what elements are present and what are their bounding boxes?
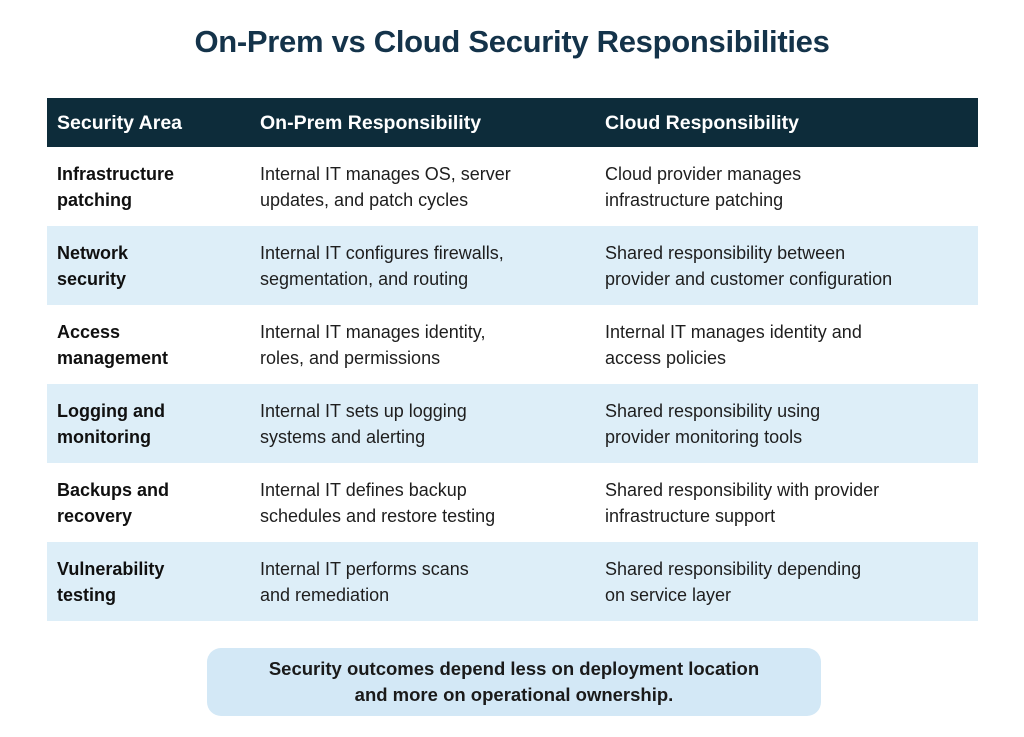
cloud-cell: Shared responsibility between provider a… — [605, 242, 893, 289]
area-cell: Access management — [57, 321, 169, 368]
table-row-access-management: Access management Internal IT manages id… — [47, 305, 978, 384]
onprem-cell: Internal IT manages identity, roles, and… — [260, 321, 486, 368]
cloud-cell: Cloud provider manages infrastructure pa… — [605, 163, 802, 210]
onprem-cell: Internal IT performs scans and remediati… — [260, 558, 469, 605]
onprem-cell: Internal IT sets up logging systems and … — [260, 400, 467, 447]
table-row-backups-recovery: Backups and recovery Internal IT defines… — [47, 463, 978, 542]
onprem-cell: Internal IT configures firewalls, segmen… — [260, 242, 504, 289]
header-cell-cloud-responsibility: Cloud Responsibility — [605, 111, 799, 134]
header-cell-security-area: Security Area — [57, 111, 183, 134]
table-row-infrastructure-patching: Infrastructure patching Internal IT mana… — [47, 147, 978, 226]
onprem-cell: Internal IT manages OS, server updates, … — [260, 163, 511, 210]
cloud-cell: Internal IT manages identity and access … — [605, 321, 862, 368]
onprem-cell: Internal IT defines backup schedules and… — [260, 479, 496, 526]
area-cell: Network security — [57, 242, 129, 289]
cloud-cell: Shared responsibility depending on servi… — [605, 558, 862, 605]
header-cell-onprem-responsibility: On-Prem Responsibility — [260, 111, 482, 134]
table-header-row: Security Area On-Prem Responsibility Clo… — [47, 98, 978, 147]
table-row-logging-monitoring: Logging and monitoring Internal IT sets … — [47, 384, 978, 463]
area-cell: Infrastructure patching — [57, 163, 175, 210]
page-title: On-Prem vs Cloud Security Responsibiliti… — [194, 24, 830, 59]
comparison-table: Security Area On-Prem Responsibility Clo… — [47, 98, 978, 621]
area-cell: Logging and monitoring — [57, 400, 165, 447]
cloud-cell: Shared responsibility with provider infr… — [605, 479, 880, 526]
area-cell: Vulnerability testing — [57, 558, 165, 605]
table-row-vulnerability-testing: Vulnerability testing Internal IT perfor… — [47, 542, 978, 621]
area-cell: Backups and recovery — [57, 479, 170, 526]
table-row-network-security: Network security Internal IT configures … — [47, 226, 978, 305]
footer-note-callout: Security outcomes depend less on deploym… — [207, 648, 821, 716]
cloud-cell: Shared responsibility using provider mon… — [605, 400, 821, 447]
